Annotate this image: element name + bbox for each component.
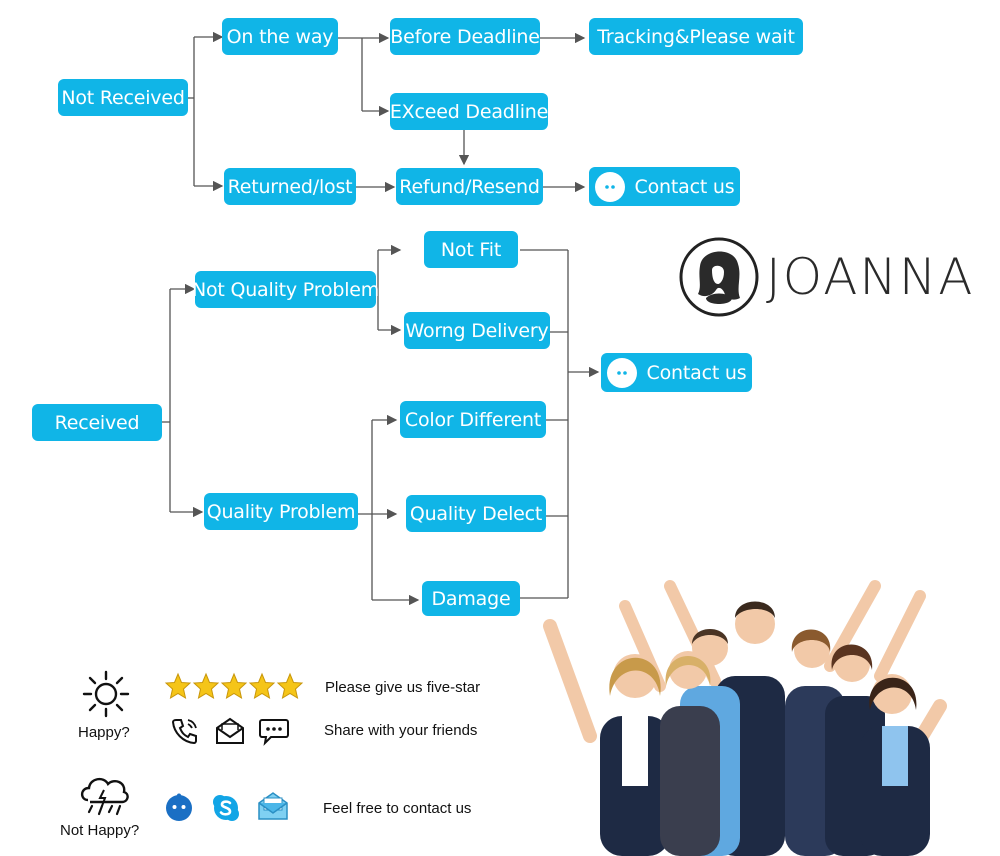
phone-icon[interactable] xyxy=(170,716,200,746)
star-icon xyxy=(276,672,304,700)
node-quality-defect: Quality Delect xyxy=(406,495,546,532)
node-received: Received xyxy=(32,404,162,441)
happy-label: Happy? xyxy=(78,724,130,741)
star-icon xyxy=(248,672,276,700)
node-color-different: Color Different xyxy=(400,401,546,438)
contact-text: Feel free to contact us xyxy=(323,800,472,817)
sun-icon xyxy=(82,670,130,718)
skype-icon[interactable] xyxy=(210,792,242,824)
node-not-received: Not Received xyxy=(58,79,188,116)
chat-bubble-icon[interactable] xyxy=(258,716,290,746)
node-on-the-way: On the way xyxy=(222,18,338,55)
node-damage: Damage xyxy=(422,581,520,616)
star-icon xyxy=(220,672,248,700)
node-contact-us-top[interactable]: Contact us xyxy=(589,167,740,206)
woman-silhouette-icon xyxy=(679,237,759,317)
brand-name: JOANNA xyxy=(766,248,975,306)
node-quality-problem: Quality Problem xyxy=(204,493,358,530)
envelope-icon[interactable] xyxy=(214,716,246,746)
brand-logo: JOANNA xyxy=(678,236,972,318)
node-not-fit: Not Fit xyxy=(424,231,518,268)
node-returned-lost: Returned/lost xyxy=(224,168,356,205)
chat-bot-icon xyxy=(606,357,637,388)
rain-cloud-icon xyxy=(80,777,129,816)
mail-icon[interactable] xyxy=(256,790,290,822)
node-wrong-delivery: Worng Delivery xyxy=(404,312,550,349)
chat-bot-icon[interactable] xyxy=(164,792,194,822)
node-refund-resend: Refund/Resend xyxy=(396,168,543,205)
node-contact-us-bottom[interactable]: Contact us xyxy=(601,353,752,392)
five-star-text: Please give us five-star xyxy=(325,679,481,696)
person xyxy=(543,580,947,856)
share-text: Share with your friends xyxy=(324,722,478,739)
node-before-deadline: Before Deadline xyxy=(390,18,540,55)
star-icon xyxy=(192,672,220,700)
five-star-rating[interactable] xyxy=(164,672,304,702)
celebrating-team-image xyxy=(543,580,947,856)
not-happy-label: Not Happy? xyxy=(60,822,140,839)
node-not-quality-problem: Not Quality Problem xyxy=(192,271,379,308)
chat-bot-icon xyxy=(594,171,625,202)
node-exceed-deadline: EXceed Deadline xyxy=(390,93,548,130)
node-tracking-wait: Tracking&Please wait xyxy=(589,18,803,55)
star-icon xyxy=(164,672,192,700)
